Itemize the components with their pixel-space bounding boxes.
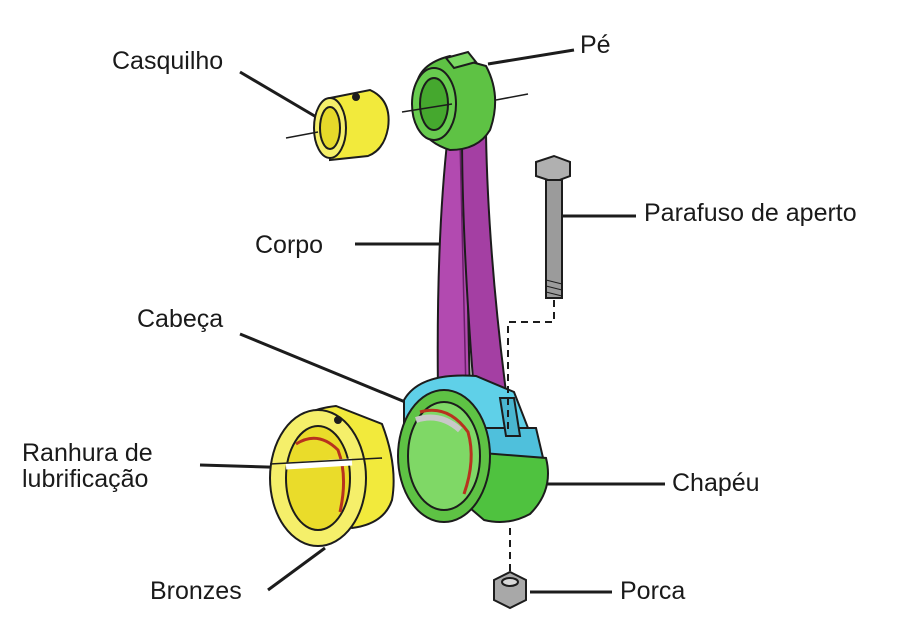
label-chapeu: Chapéu	[672, 470, 760, 496]
label-ranhura: Ranhura de lubrificação	[22, 440, 153, 493]
bearing-shells-icon	[270, 406, 394, 546]
leader-cabeca	[240, 334, 410, 404]
label-casquilho: Casquilho	[112, 48, 223, 74]
label-bronzes: Bronzes	[150, 578, 242, 604]
label-cabeca: Cabeça	[137, 306, 223, 332]
bolt-icon	[536, 156, 570, 298]
leader-casquilho	[240, 72, 318, 118]
nut-icon	[494, 572, 526, 608]
label-porca: Porca	[620, 578, 685, 604]
bushing-icon	[286, 90, 389, 160]
label-corpo: Corpo	[255, 232, 323, 258]
leader-pe	[488, 50, 574, 64]
label-parafuso: Parafuso de aperto	[644, 200, 857, 226]
connecting-rod-icon	[398, 52, 548, 522]
label-pe: Pé	[580, 32, 611, 58]
leader-bronzes	[268, 548, 325, 590]
